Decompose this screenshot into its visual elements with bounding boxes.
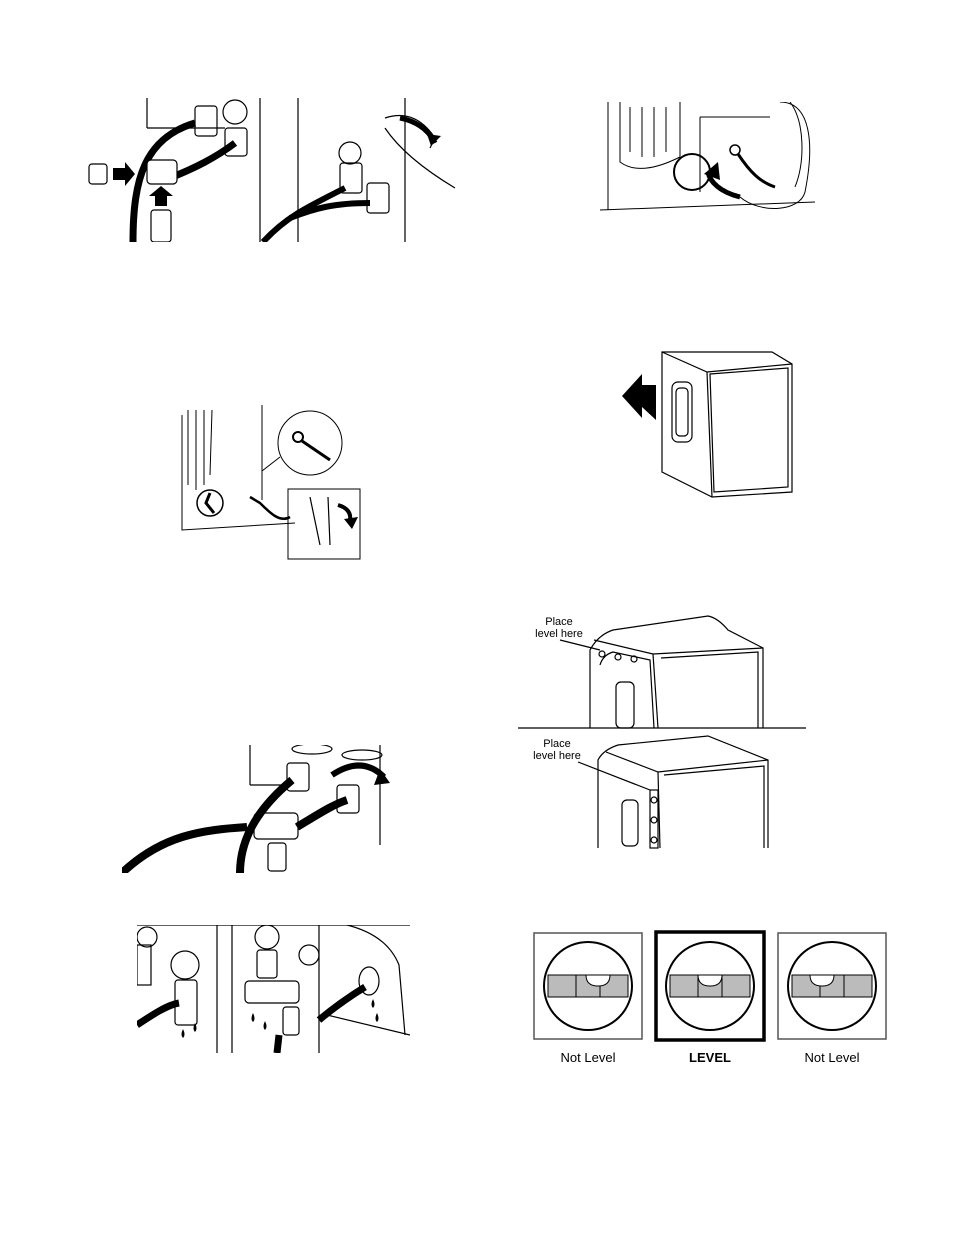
- leak-check-figure: [137, 925, 410, 1053]
- dryer-icon: [661, 351, 793, 498]
- hose-connection-figure: [122, 745, 392, 873]
- water-valve-icon: [286, 762, 310, 792]
- level-placement-figure: Place level here Place level here: [518, 610, 808, 850]
- bubble-level-row: Not Level LEVEL Not Level: [532, 930, 890, 1075]
- dryer-move-figure: [612, 342, 802, 502]
- y-connector-figure: [85, 98, 460, 242]
- bubble-caption-3: Not Level: [804, 1050, 860, 1065]
- bubble-level-2: [654, 930, 766, 1042]
- bubble-caption-2: LEVEL: [689, 1050, 731, 1065]
- bubble-level-icon: [777, 932, 887, 1040]
- bubble-level-icon: [533, 932, 643, 1040]
- bubble-level-3: [776, 930, 888, 1042]
- dryer-vent-figure: [600, 102, 815, 220]
- level-label-bottom: Place level here: [533, 738, 581, 762]
- pliers-icon: [309, 496, 331, 546]
- bubble-caption-1: Not Level: [560, 1050, 616, 1065]
- y-connector-illustration: [88, 98, 456, 242]
- bubble-level-icon: [654, 930, 766, 1042]
- dryer-inlet-figure: [180, 405, 362, 560]
- level-label-top: Place level here: [535, 616, 583, 640]
- water-drop-icon: [181, 999, 379, 1038]
- arrow-icon: [113, 162, 135, 186]
- bubble-level-1: [532, 930, 644, 1042]
